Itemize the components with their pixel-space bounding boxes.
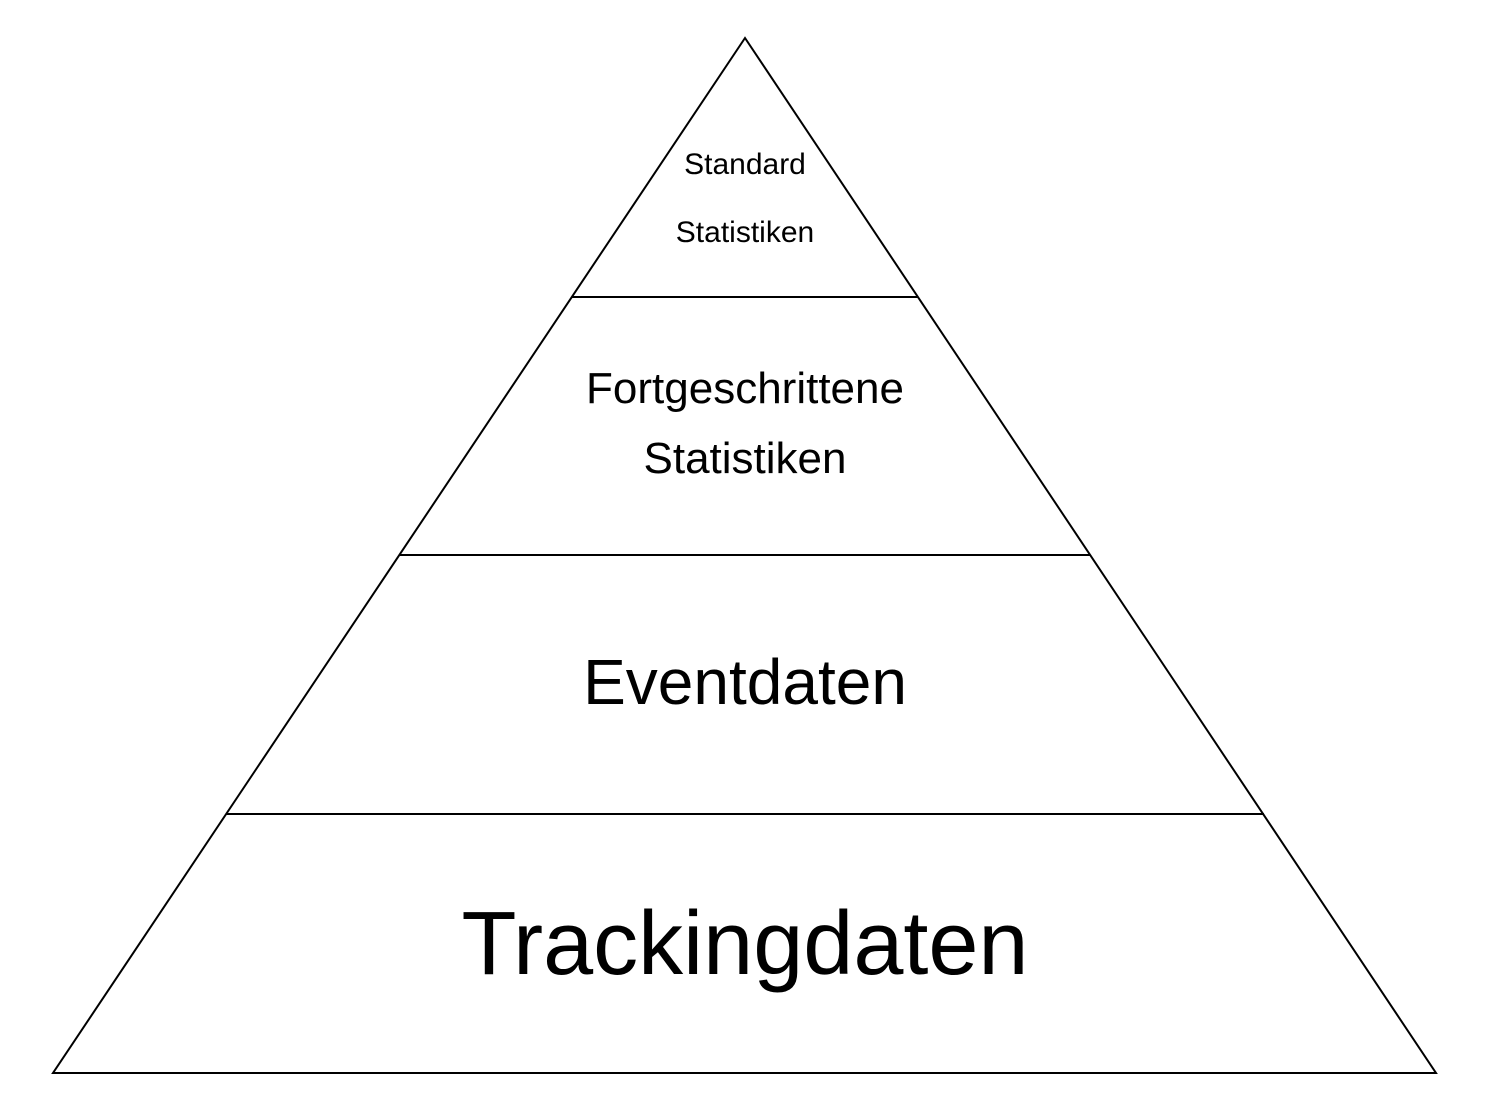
level-bottom-label: Trackingdaten (461, 894, 1029, 994)
level-upper-middle-label-line-2: Statistiken (643, 434, 847, 483)
level-top-label-line-2: Statistiken (675, 216, 815, 249)
level-upper-middle-label-line-1: Fortgeschrittene (586, 364, 904, 413)
level-lower-middle-label: Eventdaten (583, 646, 907, 718)
level-top-label-line-1: Standard (684, 148, 806, 181)
